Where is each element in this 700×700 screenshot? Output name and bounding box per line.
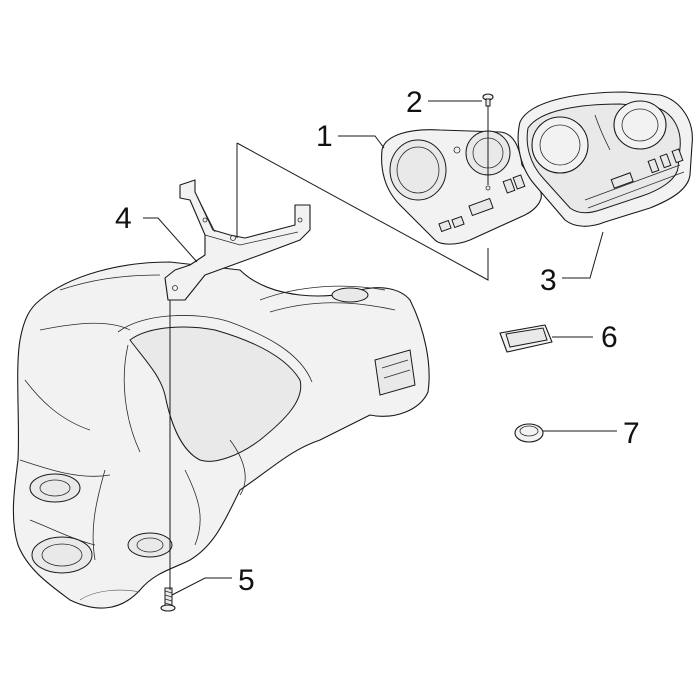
instrument-housing (517, 91, 693, 227)
callout-1: 1 (316, 120, 333, 153)
screw-small (482, 93, 494, 107)
screw-long (160, 587, 176, 612)
callout-5: 5 (238, 564, 255, 597)
handlebar-cover-shell (12, 261, 430, 609)
callout-6: 6 (601, 321, 618, 354)
mounting-bracket (164, 179, 311, 301)
rubber-insert (499, 324, 553, 353)
callout-leaders (143, 100, 617, 596)
round-pad (514, 423, 544, 443)
callout-2: 2 (406, 86, 423, 119)
callout-3: 3 (540, 264, 557, 297)
instrument-panel-cover (381, 129, 542, 245)
callout-4: 4 (115, 202, 132, 235)
assembly-guide-lines (169, 106, 489, 590)
callout-7: 7 (623, 417, 640, 450)
callout-labels: 1 2 3 4 5 6 7 (115, 86, 640, 597)
